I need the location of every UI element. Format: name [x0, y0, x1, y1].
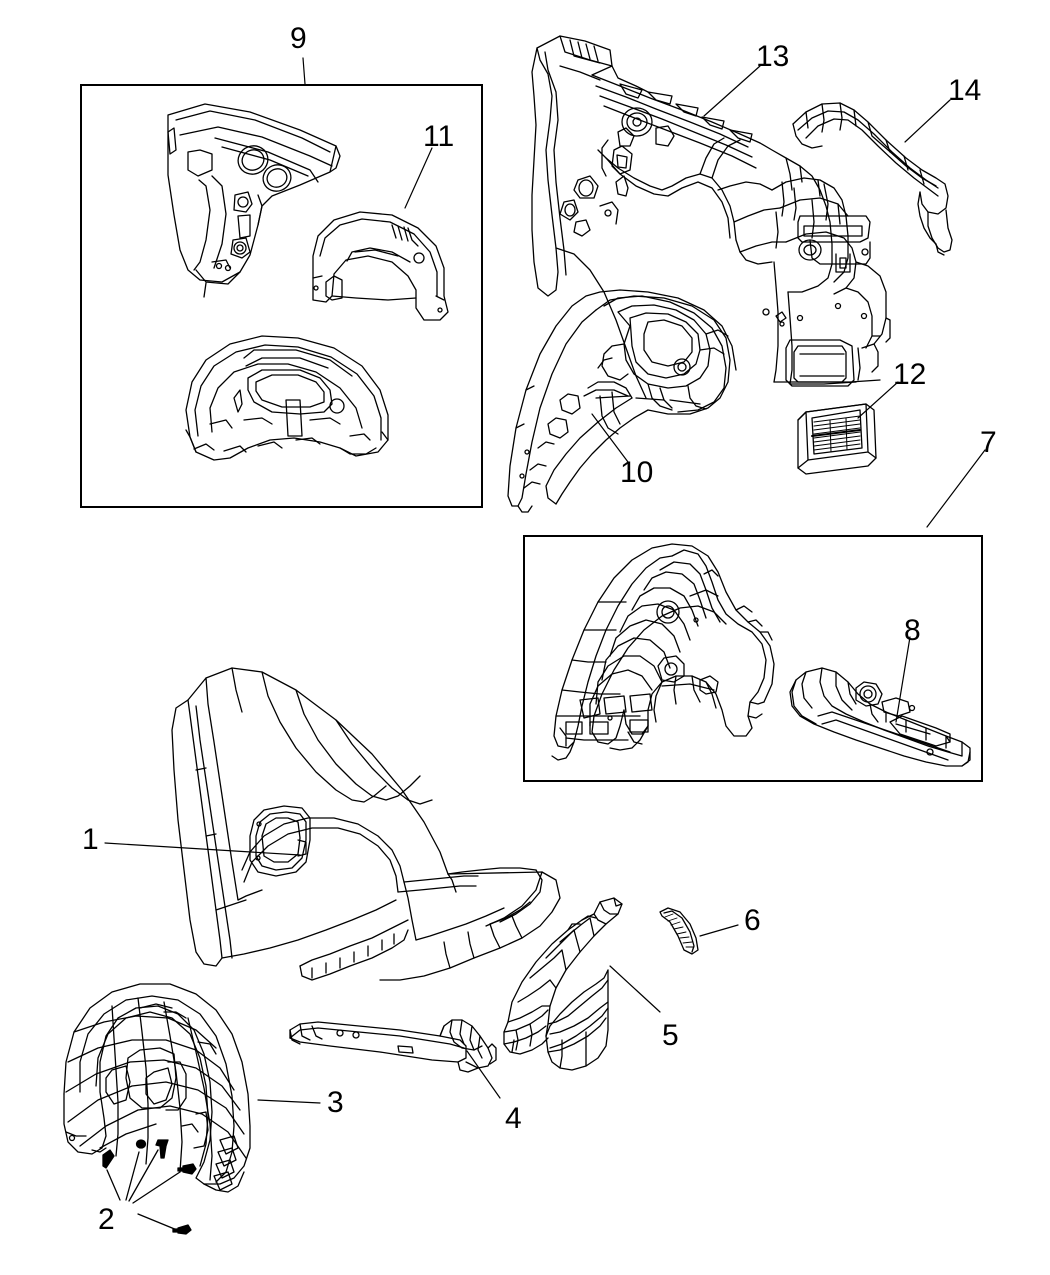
callout-label-10: 10	[620, 456, 654, 489]
fastener-clip-3	[155, 1139, 169, 1159]
part-illustration-3-wheelhouse-liner	[63, 983, 251, 1193]
part-illustration-12-pressure-relief-vent	[797, 403, 877, 475]
part-illustration-5-b-pillar-reinforcement	[503, 897, 623, 1071]
callout-label-6: 6	[744, 904, 761, 937]
callout-label-11: 11	[423, 120, 455, 153]
fastener-clip-4	[177, 1163, 197, 1175]
callout-label-1: 1	[82, 823, 99, 856]
callout-leader-lines	[104, 57, 986, 1104]
part-illustration-2-fasteners	[102, 1139, 197, 1235]
part-illustration-11-wheelhouse-extension	[312, 211, 449, 321]
part-illustration-10-wheelhouse-inner	[507, 289, 737, 513]
fastener-clip-1	[102, 1149, 115, 1169]
callout-label-7: 7	[980, 426, 997, 459]
group-box-7	[523, 535, 983, 782]
part-illustration-8-side-sill-inner-rail	[789, 667, 971, 767]
part-illustration-9a-quarter-inner-upper	[167, 103, 341, 298]
fastener-clip-2	[135, 1139, 147, 1149]
group-box-9	[80, 84, 483, 508]
part-illustration-6-wheel-opening-molding	[659, 907, 699, 955]
callout-label-13: 13	[756, 40, 790, 73]
callout-label-5: 5	[662, 1019, 679, 1052]
callout-label-12: 12	[893, 358, 927, 391]
callout-label-2: 2	[98, 1203, 115, 1236]
callout-label-9: 9	[290, 22, 307, 55]
part-illustration-9b-wheelhouse-inner-lower	[185, 335, 389, 461]
part-illustration-7-wheelhouse-structure	[551, 543, 775, 761]
callout-label-4: 4	[505, 1102, 522, 1135]
part-illustration-14-roof-rail-reinforcement	[792, 102, 953, 256]
part-illustration-1-quarter-panel-outer	[171, 667, 561, 981]
fastener-clip-5	[172, 1224, 192, 1235]
callout-label-8: 8	[904, 614, 921, 647]
callout-label-3: 3	[327, 1086, 344, 1119]
part-illustration-13-quarter-inner-assembly	[531, 35, 891, 399]
callout-label-14: 14	[948, 74, 982, 107]
part-illustration-4-rocker-sill-reinforcement	[289, 1019, 497, 1073]
